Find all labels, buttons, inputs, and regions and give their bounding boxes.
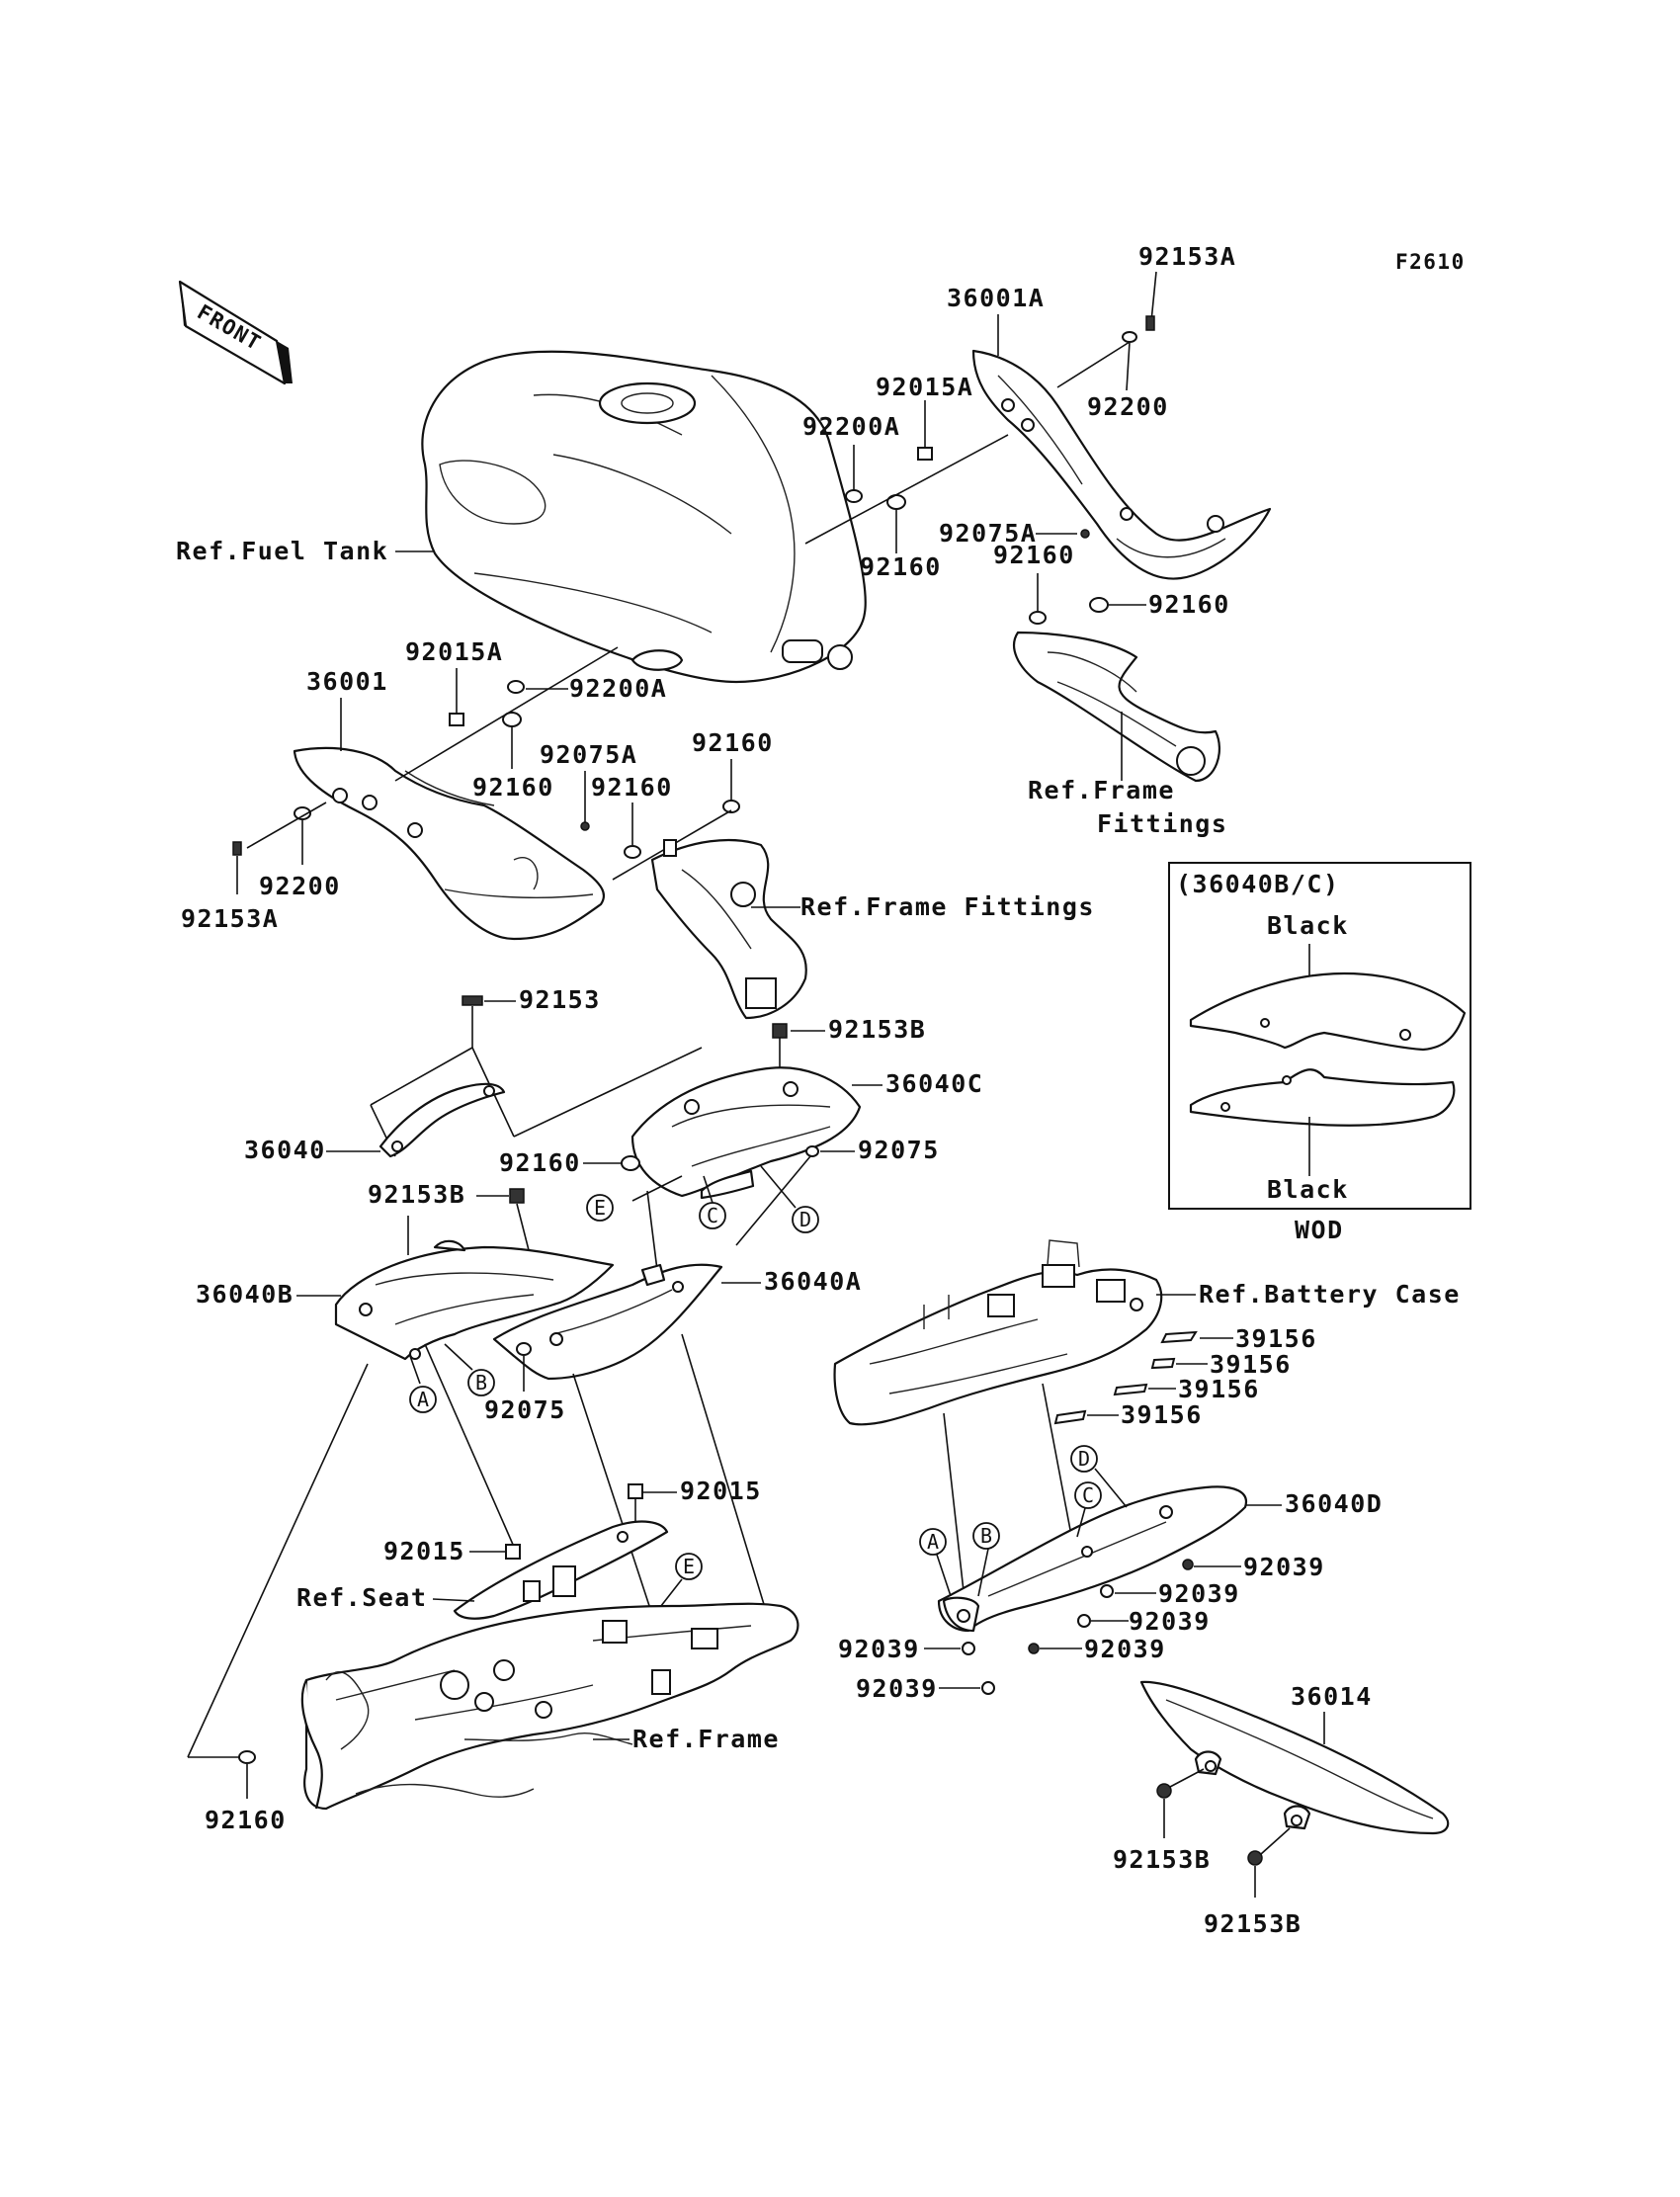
label-ref-battery-case: Ref.Battery Case	[1199, 1280, 1461, 1309]
marker-B2: B	[980, 1524, 992, 1548]
label-36001A: 36001A	[947, 284, 1045, 312]
label-92160-e: 92160	[591, 773, 673, 802]
label-ref-frame-fittings-left: Ref.Frame Fittings	[800, 892, 1095, 921]
front-arrow-icon: FRONT	[178, 280, 293, 385]
label-92015A-top: 92015A	[876, 373, 973, 401]
label-36040A: 36040A	[764, 1267, 862, 1296]
label-92075A-left: 92075A	[540, 740, 637, 769]
label-ref-fuel-tank: Ref.Fuel Tank	[176, 537, 388, 565]
label-92160-b: 92160	[993, 541, 1075, 569]
rear-frame	[300, 1602, 799, 1811]
label-92039-a: 92039	[1243, 1553, 1325, 1581]
label-92160-f: 92160	[692, 728, 774, 757]
label-92153B-a: 92153B	[828, 1015, 926, 1044]
label-ref-frame-fittings-right-1: Ref.Frame	[1028, 776, 1175, 804]
marker-E2: E	[683, 1555, 695, 1578]
label-92160-c: 92160	[1148, 590, 1230, 619]
label-92153B-b: 92153B	[368, 1180, 465, 1209]
label-92200-left: 92200	[259, 872, 341, 900]
label-92153B-d: 92153B	[1204, 1909, 1302, 1938]
inset-caption: WOD	[1295, 1216, 1344, 1244]
label-92160-a: 92160	[860, 552, 942, 581]
label-92039-e: 92039	[838, 1635, 920, 1663]
label-92015A-left: 92015A	[405, 637, 503, 666]
label-ref-seat: Ref.Seat	[296, 1583, 427, 1612]
label-92015-b: 92015	[383, 1537, 465, 1565]
tail-piece-36040D	[937, 1485, 1248, 1633]
marker-A2: A	[927, 1530, 939, 1554]
inset-top-color: Black	[1267, 911, 1349, 940]
label-39156-a: 39156	[1235, 1324, 1317, 1353]
label-92039-f: 92039	[856, 1674, 938, 1703]
bracket-36040	[378, 1082, 506, 1158]
label-92039-b: 92039	[1158, 1579, 1240, 1608]
label-92039-c: 92039	[1129, 1607, 1211, 1636]
label-92075-a: 92075	[858, 1136, 940, 1164]
label-92200A-left: 92200A	[569, 674, 667, 703]
inset-color-variant: (36040B/C) Black Black	[1168, 862, 1471, 1210]
label-36014: 36014	[1291, 1682, 1373, 1711]
label-92039-d: 92039	[1084, 1635, 1166, 1663]
cowl-36040B	[334, 1239, 615, 1361]
label-92160-h: 92160	[205, 1806, 287, 1834]
label-92160-d: 92160	[472, 773, 554, 802]
seat-bracket	[453, 1520, 669, 1620]
inset-title: (36040B/C)	[1176, 870, 1340, 898]
label-39156-d: 39156	[1121, 1400, 1203, 1429]
label-92200A-top: 92200A	[802, 412, 900, 441]
marker-A1: A	[417, 1388, 429, 1411]
label-36040C: 36040C	[885, 1069, 983, 1098]
label-92153A-left: 92153A	[181, 904, 279, 933]
chain-cover-36014	[1139, 1680, 1450, 1835]
label-92153A-top: 92153A	[1138, 242, 1236, 271]
cowl-36040A	[492, 1263, 723, 1381]
side-cover-36001	[293, 746, 606, 941]
label-92075A-top: 92075A	[939, 519, 1037, 548]
label-92075-b: 92075	[484, 1395, 566, 1424]
marker-C1: C	[707, 1204, 718, 1227]
fuel-tank	[421, 350, 867, 684]
label-39156-c: 39156	[1178, 1375, 1260, 1403]
marker-E1: E	[594, 1196, 606, 1220]
frame-fitting-left	[650, 838, 807, 1020]
label-36001: 36001	[306, 667, 388, 696]
marker-D1: D	[799, 1208, 811, 1231]
label-36040B: 36040B	[196, 1280, 294, 1309]
label-39156-b: 39156	[1210, 1350, 1292, 1379]
inset-bottom-color: Black	[1267, 1175, 1349, 1204]
label-92153B-c: 92153B	[1113, 1845, 1211, 1874]
figure-code: F2610	[1395, 250, 1466, 274]
marker-D2: D	[1078, 1447, 1090, 1471]
label-92160-g: 92160	[499, 1148, 581, 1177]
battery-case	[833, 1239, 1163, 1426]
frame-fitting-right	[1013, 631, 1220, 783]
cowl-36040C	[630, 1066, 862, 1200]
label-36040D: 36040D	[1285, 1489, 1383, 1518]
label-92153: 92153	[519, 985, 601, 1014]
marker-B1: B	[475, 1371, 487, 1394]
label-92200-top: 92200	[1087, 392, 1169, 421]
marker-C2: C	[1082, 1483, 1094, 1507]
label-ref-frame: Ref.Frame	[632, 1725, 780, 1753]
side-cover-36001A	[971, 349, 1272, 580]
label-36040: 36040	[244, 1136, 326, 1164]
label-92015-a: 92015	[680, 1477, 762, 1505]
label-ref-frame-fittings-right-2: Fittings	[1097, 809, 1227, 838]
